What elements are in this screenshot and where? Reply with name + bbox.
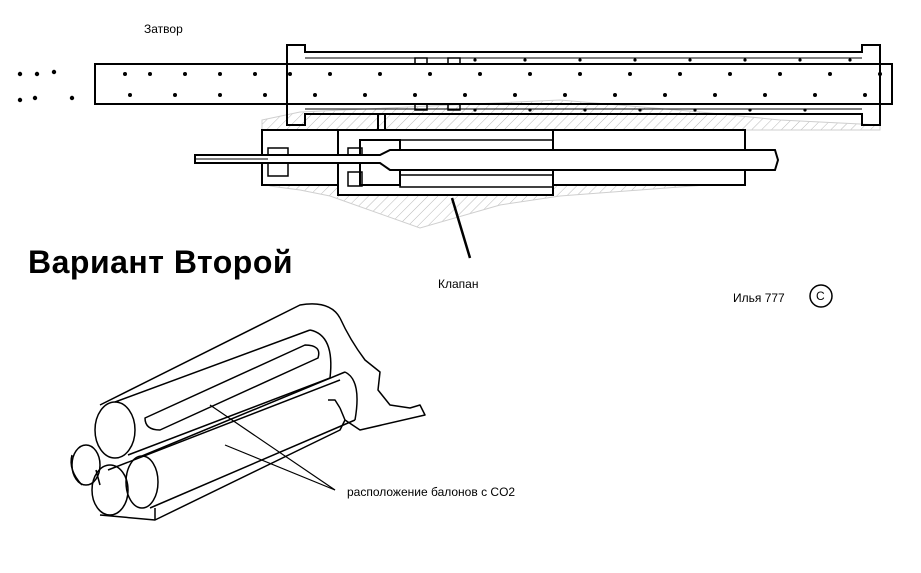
rod-dots [17,58,882,112]
valve-stem [194,149,780,171]
valve-assembly [194,129,780,196]
co2-housing-isometric [70,303,426,521]
copyright-mark: C [816,289,825,303]
copyright-circle [809,284,833,308]
bolt-assembly [94,44,893,140]
variant-title: Вариант Второй [28,244,294,280]
valve-label: Клапан [438,277,479,291]
co2-location-note: расположение балонов с CO2 [347,485,516,499]
author-label: Илья 777 [733,291,785,305]
bolt-rod [94,63,893,105]
bolt-housing [286,44,881,126]
bolt-label: Затвор [144,22,183,36]
co2-leader-lines [209,404,336,491]
valve-leader-line [450,197,472,259]
